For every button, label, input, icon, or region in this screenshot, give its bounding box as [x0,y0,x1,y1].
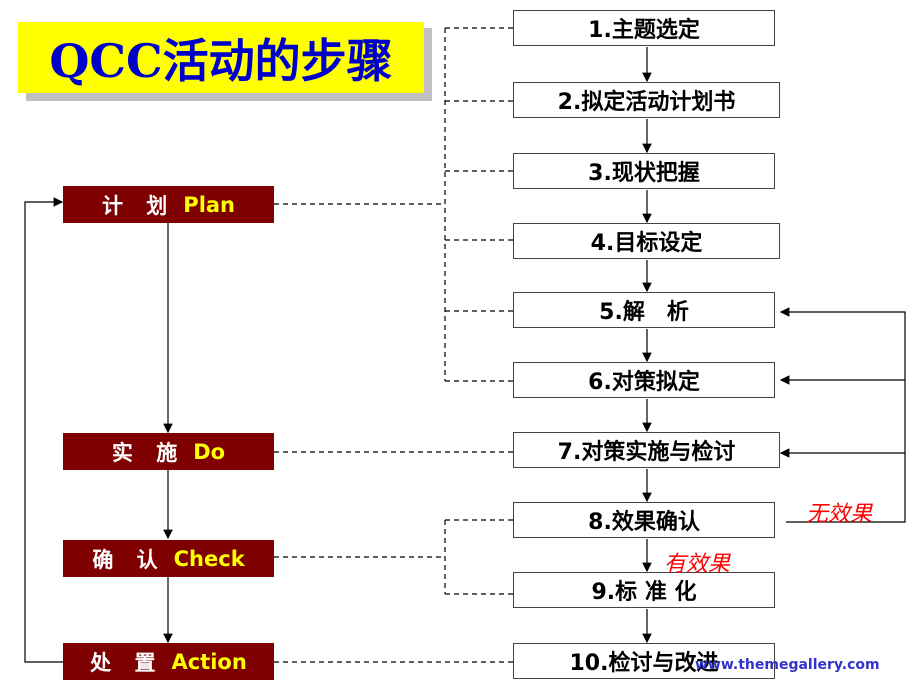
step-3: 3.现状把握 [513,153,775,189]
effective-label: 有效果 [664,552,731,577]
phase-en: Check [173,546,245,571]
phase-plan: 计 划 Plan [63,186,274,223]
step-1: 1.主题选定 [513,10,775,46]
ineffective-label: 无效果 [806,502,873,527]
step-9: 9.标 准 化 [513,572,775,608]
step-4: 4.目标设定 [513,223,780,259]
step-7: 7.对策实施与检讨 [513,432,780,468]
footer-url: www.themegallery.com [695,657,880,673]
phase-check: 确 认 Check [63,540,274,577]
step-5: 5.解 析 [513,292,775,328]
phase-cn: 处 置 [90,650,164,675]
step-6: 6.对策拟定 [513,362,775,398]
phase-en: Plan [183,192,236,217]
step-2: 2.拟定活动计划书 [513,82,780,118]
phase-cn: 计 划 [101,193,176,218]
phase-action: 处 置 Action [63,643,274,680]
page-title: QCC活动的步骤 [18,22,424,93]
phase-cn: 实 施 [111,440,186,465]
step-8: 8.效果确认 [513,502,775,538]
phase-en: Action [171,649,247,674]
phase-en: Do [193,439,226,464]
step-10: 10.检讨与改进 [513,643,775,679]
phase-cn: 确 认 [92,547,166,572]
phase-do: 实 施 Do [63,433,274,470]
